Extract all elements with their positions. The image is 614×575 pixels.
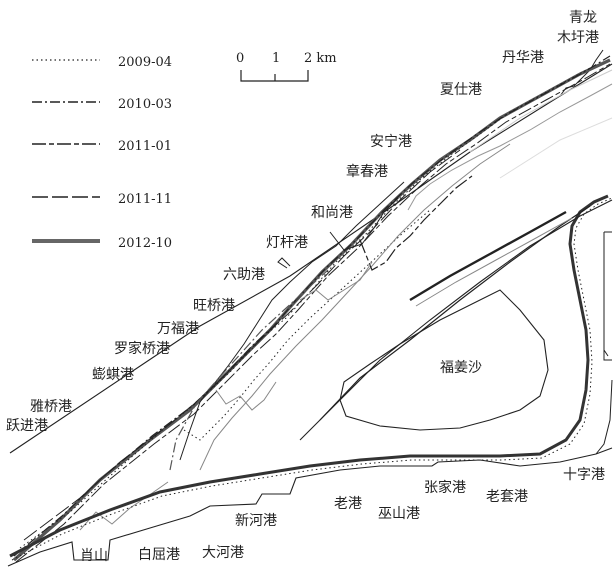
legend-item-2010-03: 2010-03 xyxy=(32,97,172,112)
label-qinglong: 青龙 xyxy=(569,10,597,26)
label-muyugang: 木圩港 xyxy=(557,30,599,46)
label-yuejingang: 跃进港 xyxy=(6,418,48,434)
label-anninggang: 安宁港 xyxy=(370,133,412,150)
label-laogang: 老港 xyxy=(334,496,362,512)
north-bank-line xyxy=(9,63,613,454)
label-xiaoshan: 肖山 xyxy=(80,548,108,564)
label-laotaogang: 老套港 xyxy=(486,489,528,505)
place-labels: 青龙 木圩港 丹华港 夏仕港 安宁港 章春港 和尚港 灯杆港 六助港 旺桥港 万… xyxy=(6,10,605,564)
label-zhangchungang: 章春港 xyxy=(346,163,388,180)
label-wanfugang: 万福港 xyxy=(157,321,199,337)
fujiangsha-outline xyxy=(339,289,549,431)
legend-item-2012-10: 2012-10 xyxy=(32,236,172,251)
label-shizigang: 十字港 xyxy=(563,467,605,483)
label-pengqigang: 蟛蜞港 xyxy=(92,366,134,383)
legend-item-2009-04: 2009-04 xyxy=(32,55,172,70)
label-wangqiaogang: 旺桥港 xyxy=(193,298,235,314)
legend-label: 2011-01 xyxy=(118,139,172,154)
legend-label: 2011-11 xyxy=(118,192,172,207)
south-channel xyxy=(9,194,609,558)
fujiangsha-outer xyxy=(319,205,591,421)
label-liuzhugang: 六助港 xyxy=(223,267,265,283)
label-baiqugang: 白屈港 xyxy=(138,547,180,563)
label-fujiangsha: 福姜沙 xyxy=(440,360,482,376)
label-danhuagang: 丹华港 xyxy=(502,50,544,66)
label-luojiaqiaogang: 罗家桥港 xyxy=(114,340,170,357)
label-wushangang: 巫山港 xyxy=(378,506,420,522)
legend-item-2011-11: 2011-11 xyxy=(32,192,172,207)
label-xinhegang: 新河港 xyxy=(235,513,277,529)
legend-label: 2009-04 xyxy=(118,55,172,70)
legend-item-2011-01: 2011-01 xyxy=(32,139,172,154)
thalweg-lines xyxy=(12,55,613,563)
scale-tick-1: 1 xyxy=(272,51,280,66)
label-xiashigang: 夏仕港 xyxy=(440,82,482,98)
south-bank-line xyxy=(7,447,613,567)
label-heshanggang: 和尚港 xyxy=(311,205,353,221)
legend-label: 2012-10 xyxy=(118,236,172,251)
label-dahegang: 大河港 xyxy=(202,545,244,561)
label-dengganggang: 灯杆港 xyxy=(266,235,308,251)
label-yaqiaogang: 雅桥港 xyxy=(30,399,72,415)
label-zhangjiagang: 张家港 xyxy=(424,479,466,496)
legend: 2009-04 2010-03 2011-01 2011-11 2012-10 xyxy=(32,55,172,251)
scale-tick-2: 2 km xyxy=(304,51,337,66)
scale-bar: 0 1 2 km xyxy=(236,51,337,82)
scale-tick-0: 0 xyxy=(236,51,244,66)
legend-label: 2010-03 xyxy=(118,97,172,112)
